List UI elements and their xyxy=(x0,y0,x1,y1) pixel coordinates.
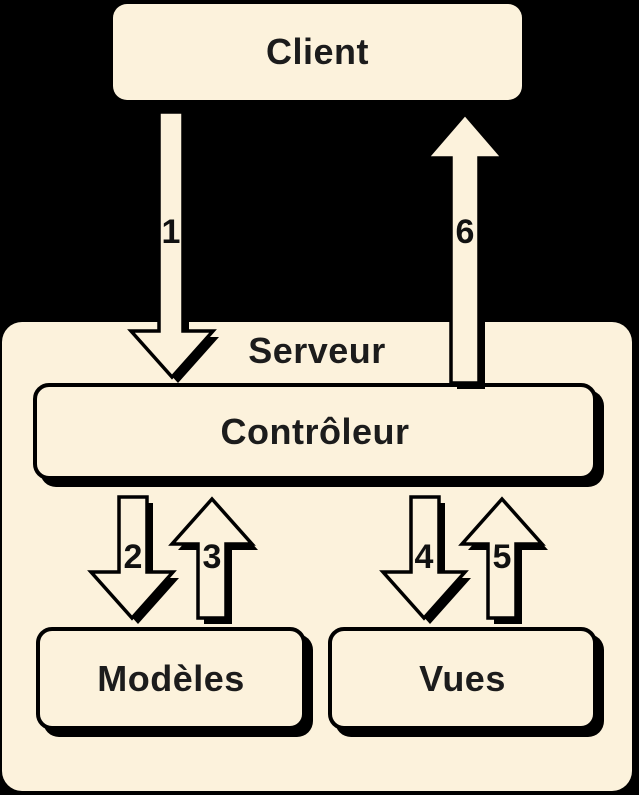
serveur-group-label: Serveur xyxy=(248,330,386,371)
vues-node: Vues xyxy=(328,627,597,730)
arrow-3-label: 3 xyxy=(202,538,222,576)
vues-node-label: Vues xyxy=(419,657,506,699)
arrow-4-label: 4 xyxy=(414,538,434,576)
controleur-node-label: Contrôleur xyxy=(220,410,410,452)
modeles-node-label: Modèles xyxy=(97,657,245,699)
client-node: Client xyxy=(113,4,522,100)
arrow-5-label: 5 xyxy=(492,538,512,576)
arrow-2-label: 2 xyxy=(123,538,143,576)
arrow-6-label: 6 xyxy=(455,213,475,251)
client-node-label: Client xyxy=(265,31,369,72)
arrow-1-label: 1 xyxy=(161,213,181,251)
modeles-node: Modèles xyxy=(36,627,306,730)
controleur-node: Contrôleur xyxy=(33,383,597,480)
